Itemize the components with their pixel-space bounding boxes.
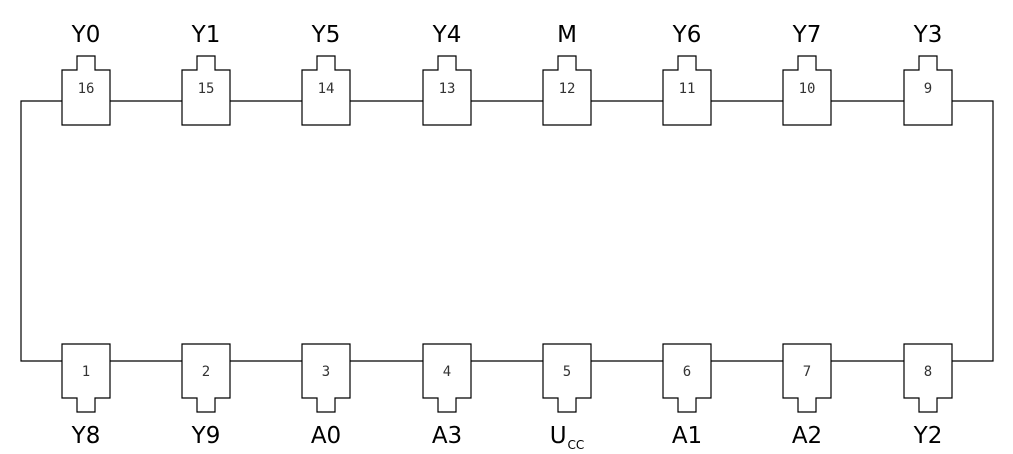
pin-label: A3 xyxy=(432,423,462,449)
top-pin-2: 15 Y1 xyxy=(181,22,231,126)
top-pin-4: 13 Y4 xyxy=(422,22,472,126)
pin-body xyxy=(61,343,111,413)
pin-label: Y2 xyxy=(913,423,943,449)
pin-connection-lines xyxy=(110,100,904,362)
pin-label: Y1 xyxy=(191,22,221,48)
bottom-pin-3: 3 A0 xyxy=(301,343,351,449)
pin-body xyxy=(61,55,111,126)
pin-number: 13 xyxy=(439,81,456,97)
pin-number: 5 xyxy=(563,364,571,380)
pin-number: 1 xyxy=(82,364,90,380)
pin-body xyxy=(782,343,832,413)
top-pin-6: 11 Y6 xyxy=(662,22,712,126)
pin-number: 15 xyxy=(198,81,215,97)
pin-number: 9 xyxy=(924,81,932,97)
pin-label: A2 xyxy=(792,423,822,449)
pin-number: 14 xyxy=(318,81,335,97)
pin-body xyxy=(181,343,231,413)
bottom-pin-1: 1 Y8 xyxy=(61,343,111,449)
pin-number: 2 xyxy=(202,364,210,380)
pin-label: Y0 xyxy=(71,22,101,48)
pin-label: A1 xyxy=(672,423,702,449)
pin-number: 6 xyxy=(683,364,691,380)
pin-number: 12 xyxy=(559,81,576,97)
pin-label: Y7 xyxy=(792,22,822,48)
pin-number: 7 xyxy=(803,364,811,380)
pin-label: Y8 xyxy=(71,423,101,449)
pin-body xyxy=(782,55,832,126)
pin-body xyxy=(301,55,351,126)
pin-body xyxy=(662,343,712,413)
pin-number: 4 xyxy=(443,364,451,380)
pin-label: Y9 xyxy=(191,423,221,449)
bottom-pin-2: 2 Y9 xyxy=(181,343,231,449)
top-pin-row: 16 Y0 15 Y1 14 Y5 13 Y4 12 M 11 Y6 xyxy=(61,22,953,126)
bottom-pin-4: 4 A3 xyxy=(422,343,472,449)
pin-number: 10 xyxy=(799,81,816,97)
pin-body xyxy=(662,55,712,126)
pin-label: UCC xyxy=(550,423,585,452)
pin-body xyxy=(542,55,592,126)
chip-body-outline xyxy=(20,100,994,362)
bottom-pin-7: 7 A2 xyxy=(782,343,832,449)
pin-number: 16 xyxy=(78,81,95,97)
top-pin-5: 12 M xyxy=(542,22,592,126)
pin-label: Y5 xyxy=(311,22,341,48)
pin-number: 11 xyxy=(679,81,696,97)
bottom-pin-5: 5 UCC xyxy=(542,343,592,452)
pin-body xyxy=(903,55,953,126)
bottom-pin-8: 8 Y2 xyxy=(903,343,953,449)
top-pin-1: 16 Y0 xyxy=(61,22,111,126)
bottom-pin-row: 1 Y8 2 Y9 3 A0 4 A3 5 UCC 6 A1 xyxy=(61,343,953,452)
pin-body xyxy=(181,55,231,126)
pin-label-main: U xyxy=(550,423,567,449)
pin-label: Y6 xyxy=(672,22,702,48)
pin-label: Y4 xyxy=(432,22,462,48)
top-pin-3: 14 Y5 xyxy=(301,22,351,126)
pin-body xyxy=(422,343,472,413)
top-pin-7: 10 Y7 xyxy=(782,22,832,126)
pin-label: Y3 xyxy=(913,22,943,48)
pin-body xyxy=(301,343,351,413)
pin-label: A0 xyxy=(311,423,341,449)
pin-body xyxy=(542,343,592,413)
top-pin-8: 9 Y3 xyxy=(903,22,953,126)
pin-label-subscript: CC xyxy=(568,438,585,452)
pin-number: 3 xyxy=(322,364,330,380)
pin-label: M xyxy=(557,22,577,48)
pin-body xyxy=(422,55,472,126)
pin-number: 8 xyxy=(924,364,932,380)
pin-body xyxy=(903,343,953,413)
bottom-pin-6: 6 A1 xyxy=(662,343,712,449)
